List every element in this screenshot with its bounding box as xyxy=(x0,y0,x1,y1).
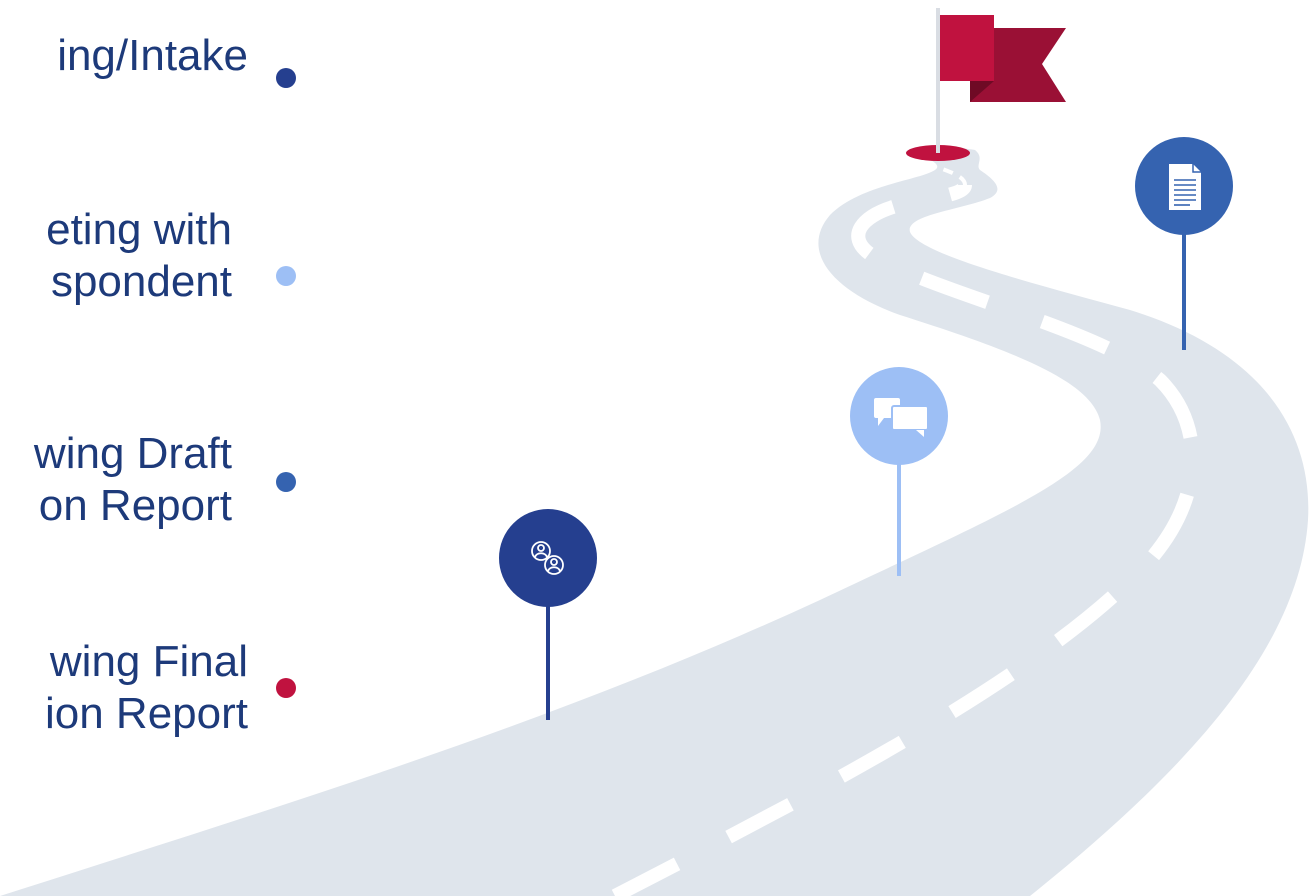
document-icon xyxy=(1169,164,1201,210)
marker-2 xyxy=(850,367,948,576)
flag-icon xyxy=(906,8,1066,161)
marker-1 xyxy=(499,509,597,720)
road xyxy=(0,148,1308,896)
